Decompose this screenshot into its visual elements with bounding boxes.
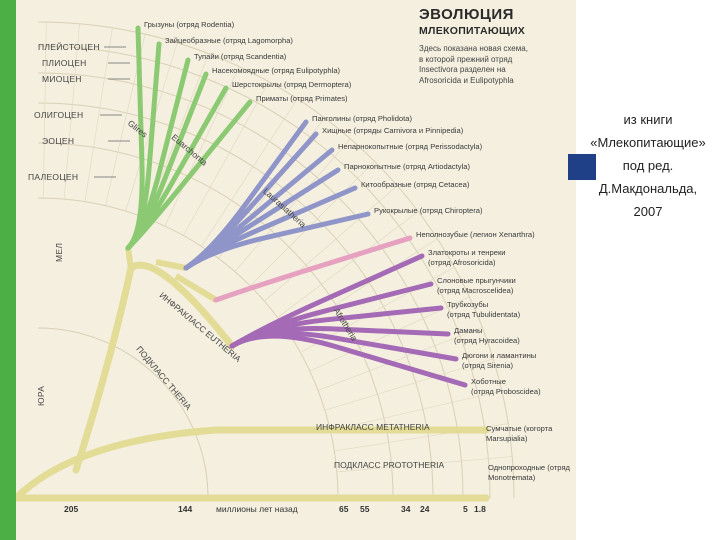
period-label: ПАЛЕОЦЕН — [28, 172, 79, 182]
branch-6 — [125, 99, 253, 251]
order-label: Трубкозубы (отряд Tubulidentata) — [447, 300, 521, 319]
order-label: Сумчатые (когорта Marsupialia) — [486, 424, 553, 443]
order-label: Панголины (отряд Pholidota) — [312, 114, 413, 123]
grid-spoke — [336, 456, 513, 473]
grid-spoke — [234, 138, 351, 272]
order-label: Насекомоядные (отряд Eulipotyphla) — [212, 66, 341, 75]
phylogeny-tree — [16, 21, 515, 502]
clade-label-prototheria: ПОДКЛАСС PROTOTHERIA — [334, 460, 445, 470]
period-label: МИОЦЕН — [42, 74, 82, 84]
order-label: Хоботные (отряд Proboscidea) — [471, 377, 541, 396]
figure-title: ЭВОЛЮЦИЯ — [419, 6, 514, 23]
trunk-to-xenarthra — [174, 273, 218, 303]
period-label: ЭОЦЕН — [42, 136, 75, 146]
order-label: Хищные (отряды Carnivora и Pinnipedia) — [322, 126, 464, 135]
grid-spoke — [164, 66, 240, 227]
branch-19 — [229, 333, 468, 388]
period-label: ПЛЕЙСТОЦЕН — [38, 42, 100, 52]
order-label: Тупайи (отряд Scandentia) — [194, 52, 287, 61]
grid-spoke — [277, 211, 419, 318]
axis-tick-label: 65 — [339, 504, 349, 514]
grid-spoke — [183, 81, 270, 236]
eutheria-trunk — [72, 261, 236, 474]
order-label: Непарнокопытные (отряд Perissodactyla) — [338, 142, 483, 151]
order-label: Даманы (отряд Hyracoidea) — [454, 326, 520, 345]
order-label: Зайцеобразные (отряд Lagomorpha) — [165, 36, 293, 45]
figure-subtitle: МЛЕКОПИТАЮЩИХ — [419, 25, 526, 37]
order-label: Приматы (отряд Primates) — [256, 94, 348, 103]
grid-spoke — [317, 327, 483, 391]
axis-tick-label: 24 — [420, 504, 430, 514]
axis-tick-label: 1.8 — [474, 504, 486, 514]
axis-tick-label: 5 — [463, 504, 468, 514]
order-label: Однопроходные (отряд Monotremata) — [488, 463, 570, 482]
order-label: Неполнозубые (легион Xenarthra) — [416, 230, 535, 239]
time-arc-7 — [37, 327, 209, 499]
grid-spoke — [289, 238, 438, 335]
branch-12 — [183, 211, 371, 271]
period-label: ЮРА — [36, 385, 46, 406]
order-label: Дюгони и ламантины (отряд Sirenia) — [462, 351, 537, 370]
order-label: Слоновые прыгунчики (отряд Macroscelidea… — [437, 276, 516, 295]
axis-tick-label: 34 — [401, 504, 411, 514]
order-label: Китообразные (отряд Cetacea) — [361, 180, 470, 189]
grid-spoke — [201, 98, 298, 247]
order-label: Грызуны (отряд Rodentia) — [144, 20, 235, 29]
period-label: ПЛИОЦЕН — [42, 58, 87, 68]
evolution-figure: ЭВОЛЮЦИЯ МЛЕКОПИТАЮЩИХ Здесь показана но… — [16, 0, 576, 540]
side-stripe — [0, 0, 16, 540]
period-label: ОЛИГОЦЕН — [34, 110, 84, 120]
order-label: Парнокопытные (отряд Artiodactyla) — [344, 162, 471, 171]
grid-spoke — [249, 161, 375, 287]
figure-note: Здесь показана новая схема, в которой пр… — [419, 44, 528, 85]
grid-spoke — [324, 358, 494, 411]
grid-spoke — [264, 185, 398, 302]
axis-tick-label: 144 — [178, 504, 193, 514]
trunk-to-laurasiatheria — [155, 259, 187, 271]
source-caption: из книги «Млекопитающие» под ред. Д.Макд… — [590, 112, 706, 219]
grid-spoke — [42, 22, 47, 199]
order-label: Рукокрылые (отряд Chiroptera) — [374, 206, 483, 215]
grid-spoke — [330, 390, 502, 431]
source-mark-square — [568, 154, 596, 180]
order-label: Шерстокрылы (отряд Dermoptera) — [232, 80, 352, 89]
grid-spoke — [63, 23, 80, 200]
axis-label: миллионы лет назад — [216, 504, 298, 514]
order-label: Златокроты и тенреки (отряд Afrosoricida… — [428, 248, 506, 267]
clade-label-metatheria: ИНФРАКЛАСС METATHERIA — [316, 422, 430, 432]
period-label: МЕЛ — [54, 242, 64, 262]
grid-spoke — [84, 27, 113, 202]
axis-tick-label: 55 — [360, 504, 370, 514]
metatheria-lineage — [16, 426, 490, 502]
trunk-to-glires — [125, 247, 134, 269]
axis-tick-label: 205 — [64, 504, 79, 514]
branch-13 — [213, 235, 413, 303]
